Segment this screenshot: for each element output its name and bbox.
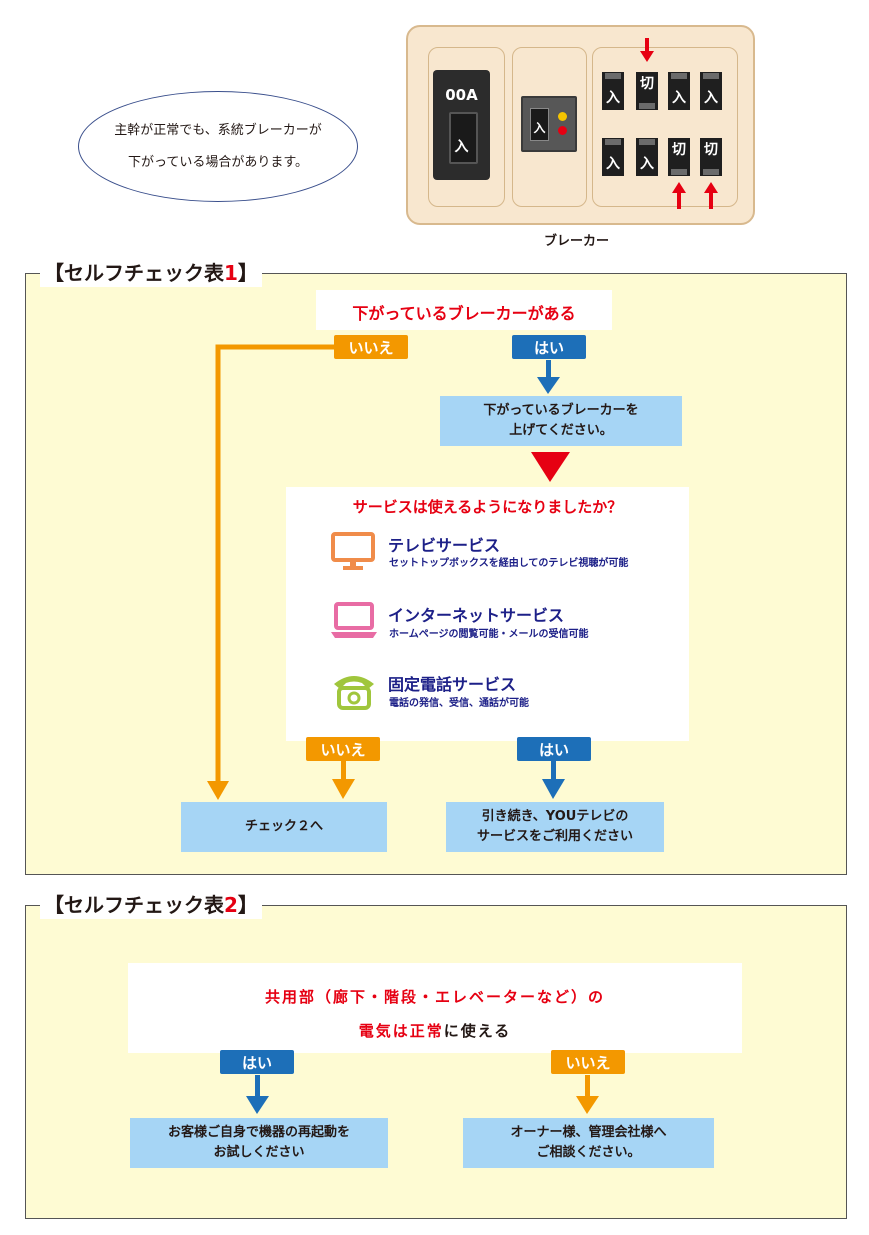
main-breaker-amp: 00A xyxy=(445,86,478,104)
services-question: サービスは使えるようになりましたか？ xyxy=(352,498,623,516)
branch-switch-off: 切 xyxy=(700,138,722,176)
result-yes-line-1: 引き続き、YOUテレビの xyxy=(481,809,629,824)
earth-leakage-breaker: 入 xyxy=(521,96,577,152)
arrow-down-icon xyxy=(640,38,654,62)
question-text: 下がっているブレーカーがある xyxy=(352,304,576,323)
speech-line-2: 下がっている場合があります。 xyxy=(127,154,309,170)
service-title-internet: インターネットサービス xyxy=(388,606,565,625)
branch-switch-on: 入 xyxy=(636,138,658,176)
self-check-2-title: 【セルフチェック表2】 xyxy=(40,891,262,919)
result-yes-box-2: お客様ご自身で機器の再起動を お試しください xyxy=(130,1118,388,1168)
elb-lever-label: 入 xyxy=(533,121,546,135)
yes-label-2: はい xyxy=(517,737,591,761)
breaker-panel xyxy=(406,25,755,225)
main-breaker-lever-label: 入 xyxy=(454,139,469,155)
main-breaker-section xyxy=(428,47,505,207)
elb-section xyxy=(512,47,587,207)
service-desc-phone: 電話の発信、受信、通話が可能 xyxy=(389,698,529,709)
result-no-box-2: オーナー様、管理会社様へ ご相談ください。 xyxy=(463,1118,714,1168)
panel-caption: ブレーカー xyxy=(544,234,610,249)
question-box-2 xyxy=(128,963,742,1053)
service-desc-internet: ホームページの閲覧可能・メールの受信可能 xyxy=(389,629,589,640)
result-no-2-line-2: ご相談ください。 xyxy=(536,1145,641,1160)
tv-icon xyxy=(331,532,375,570)
arrow-up-icon xyxy=(704,182,718,209)
result-no-2-line-1: オーナー様、管理会社様へ xyxy=(510,1125,667,1140)
question-2-line-2: 電気は正常に使える xyxy=(358,1022,512,1040)
result-yes-2-line-2: お試しください xyxy=(213,1145,305,1160)
action-line-1: 下がっているブレーカーを xyxy=(483,403,639,418)
yes-label: はい xyxy=(512,335,586,359)
services-box xyxy=(286,487,689,741)
branch-breaker-section xyxy=(592,47,738,207)
led-yellow-icon xyxy=(558,112,567,121)
branch-switch-on: 入 xyxy=(668,72,690,110)
result-no-text: チェック２へ xyxy=(244,819,323,834)
yes-label-3: はい xyxy=(220,1050,294,1074)
self-check-1-title: 【セルフチェック表1】 xyxy=(40,259,262,287)
action-box: 下がっているブレーカーを 上げてください。 xyxy=(440,396,682,446)
no-label: いいえ xyxy=(334,335,408,359)
led-red-icon xyxy=(558,126,567,135)
red-arrows xyxy=(640,38,718,209)
telephone-icon xyxy=(334,676,374,710)
elb-lever xyxy=(530,108,549,141)
branch-switch-on: 入 xyxy=(602,72,624,110)
branch-switch-off: 切 xyxy=(668,138,690,176)
branch-switch-on: 入 xyxy=(602,138,624,176)
no-label-2: いいえ xyxy=(306,737,380,761)
question-box xyxy=(316,290,612,330)
question-2-line-1: 共用部（廊下・階段・エレベーターなど）の xyxy=(264,988,605,1006)
result-yes-line-2: サービスをご利用ください xyxy=(476,829,633,844)
result-yes-2-line-1: お客様ご自身で機器の再起動を xyxy=(167,1125,350,1140)
service-title-phone: 固定電話サービス xyxy=(388,675,517,694)
action-line-2: 上げてください。 xyxy=(509,423,613,438)
result-no-box: チェック２へ xyxy=(181,802,387,852)
main-breaker-lever xyxy=(449,112,478,164)
branch-switch-off: 切 xyxy=(636,72,658,110)
no-label-3: いいえ xyxy=(551,1050,625,1074)
main-breaker: 00A 入 xyxy=(433,70,490,180)
speech-line-1: 主幹が正常でも、系統ブレーカーが xyxy=(114,122,322,138)
laptop-icon xyxy=(331,602,377,638)
service-title-tv: テレビサービス xyxy=(388,536,501,555)
arrow-up-icon xyxy=(672,182,686,209)
branch-switch-on: 入 xyxy=(700,72,722,110)
result-yes-box: 引き続き、YOUテレビの サービスをご利用ください xyxy=(446,802,664,852)
speech-bubble: 主幹が正常でも、系統ブレーカーが 下がっている場合があります。 xyxy=(78,91,358,202)
service-desc-tv: セットトップボックスを経由してのテレビ視聴が可能 xyxy=(389,558,629,569)
